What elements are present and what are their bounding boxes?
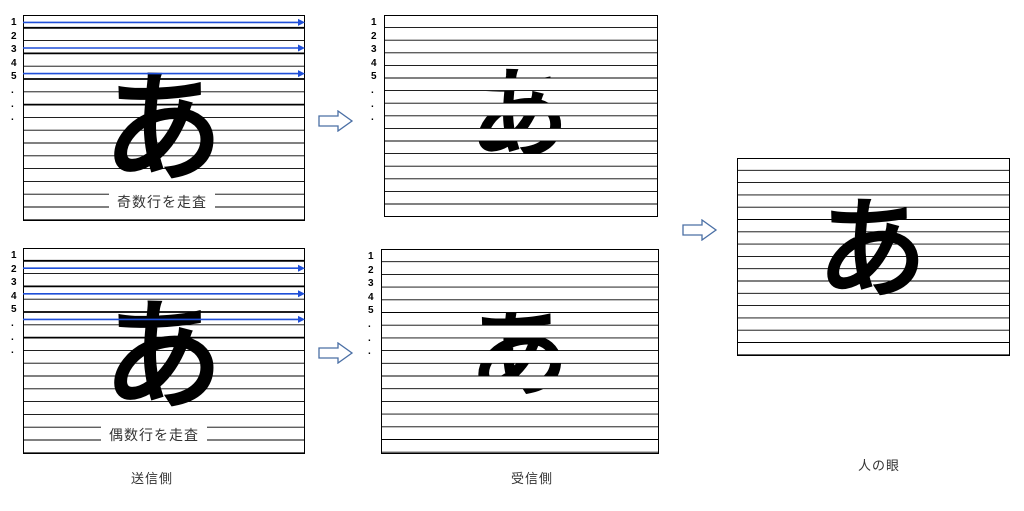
row-number: . (368, 346, 371, 358)
scan-arrowhead (298, 44, 305, 52)
row-number: 5 (368, 305, 374, 317)
receiver-lines (384, 15, 658, 217)
row-number: . (371, 84, 374, 96)
even-scan-sender-panel: あ 偶数行を走査 (23, 248, 305, 454)
panel-border (737, 158, 1010, 356)
row-number: 4 (11, 290, 17, 302)
row-number: . (368, 318, 371, 330)
scan-label-odd: 奇数行を走査 (109, 192, 215, 212)
row-number: 1 (368, 251, 374, 262)
row-number: 2 (11, 263, 17, 275)
odd-scan-sender-panel: あ 奇数行を走査 (23, 15, 305, 221)
row-number: . (371, 112, 374, 124)
row-number: 2 (368, 264, 374, 276)
row-number: . (371, 98, 374, 110)
scan-arrowhead (298, 290, 305, 298)
row-numbers-odd-sender: 1 2 3 4 5 . . . (11, 16, 17, 125)
panel-border (23, 248, 305, 454)
right-arrow-icon (318, 342, 354, 364)
row-number: . (11, 345, 14, 357)
caption-receiver: 受信側 (511, 472, 554, 487)
glyph-a: あ (817, 186, 927, 314)
even-scan-sender-svg: あ (23, 248, 305, 454)
even-receiver-svg: あ (381, 249, 659, 454)
caption-sender: 送信側 (131, 472, 174, 487)
row-number: 3 (371, 44, 377, 56)
scan-label-even: 偶数行を走査 (101, 425, 207, 445)
row-number: 5 (371, 71, 377, 83)
scan-lines (23, 248, 305, 454)
row-number: . (11, 331, 14, 343)
receiver-lines (381, 249, 659, 454)
row-number: . (11, 112, 14, 124)
row-number: 2 (11, 30, 17, 42)
row-number: . (11, 317, 14, 329)
row-numbers-odd-receiver: 1 2 3 4 5 . . . (371, 16, 377, 125)
odd-receiver-svg: あ (384, 15, 658, 217)
scan-arrowhead (298, 315, 305, 323)
row-number: . (11, 84, 14, 96)
row-numbers-even-sender: 1 2 3 4 5 . . . (11, 249, 17, 358)
row-number: 3 (11, 277, 17, 289)
row-number: 2 (371, 30, 377, 42)
scan-arrowhead (298, 264, 305, 272)
odd-receiver-panel: あ (384, 15, 658, 217)
combined-lines (737, 158, 1010, 356)
row-number: 1 (11, 250, 17, 261)
right-arrow-icon (318, 110, 354, 132)
row-number: . (11, 98, 14, 110)
odd-scan-sender-svg: あ (23, 15, 305, 221)
caption-human-eye: 人の眼 (858, 459, 901, 474)
scan-arrowhead (298, 70, 305, 78)
row-numbers-even-receiver: 1 2 3 4 5 . . . (368, 250, 374, 359)
scan-lines (23, 15, 305, 221)
glyph-a-partial: あ (469, 294, 569, 411)
even-receiver-panel: あ (381, 249, 659, 454)
human-eye-panel: あ (737, 158, 1010, 356)
panel-border (381, 249, 659, 454)
row-number: 5 (11, 71, 17, 83)
panel-border (23, 15, 305, 221)
scan-arrows (23, 264, 305, 323)
human-eye-svg: あ (737, 158, 1010, 356)
row-number: 5 (11, 304, 17, 316)
row-number: 4 (368, 291, 374, 303)
row-number: 4 (371, 57, 377, 69)
row-number: . (368, 332, 371, 344)
scan-arrowhead (298, 18, 305, 26)
row-number: 1 (11, 17, 17, 28)
row-number: 3 (11, 44, 17, 56)
row-number: 4 (11, 57, 17, 69)
glyph-a: あ (103, 60, 223, 199)
row-number: 3 (368, 278, 374, 290)
right-arrow-icon (682, 219, 718, 241)
row-number: 1 (371, 17, 377, 28)
glyph-a: あ (103, 288, 223, 427)
scan-arrows (23, 18, 305, 78)
